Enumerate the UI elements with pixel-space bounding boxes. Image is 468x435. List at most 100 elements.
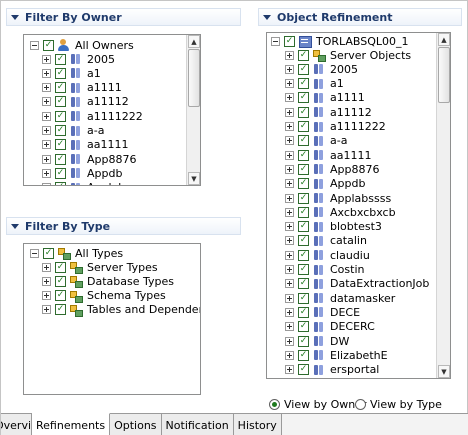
tree-row-owner-4[interactable]: ✓a1111222 [42,109,143,123]
tree-row-object-14[interactable]: ✓claudiu [285,248,370,262]
tree-row-owner-2[interactable]: ✓a1111 [42,81,122,95]
expand-plus-icon[interactable] [285,336,294,346]
check-icon[interactable]: ✓ [298,321,309,333]
tree-row-owner-5[interactable]: ✓a-a [42,124,104,138]
expand-plus-icon[interactable] [42,154,51,164]
tree-row-object-12[interactable]: ✓blobtest3 [285,220,382,234]
expand-plus-icon[interactable] [285,136,294,146]
check-icon[interactable]: ✓ [298,78,309,90]
expand-plus-icon[interactable] [285,193,294,203]
expand-plus-icon[interactable] [42,83,51,93]
expand-plus-icon[interactable] [42,168,51,178]
tree-row-owner-9[interactable]: ✓Applabssss [42,181,148,185]
object-refinement-header[interactable]: Object Refinement [258,8,462,26]
expand-plus-icon[interactable] [285,279,294,289]
tree-row-object-1[interactable]: ✓2005 [285,62,358,76]
expand-plus-icon[interactable] [285,222,294,232]
check-icon[interactable]: ✓ [298,192,309,204]
collapse-triangle-icon[interactable] [263,15,271,20]
tree-row-object-3[interactable]: ✓a1111 [285,91,365,105]
tree-row-all-types[interactable]: ✓All Types [30,246,123,260]
expand-plus-icon[interactable] [285,164,294,174]
tree-row-object-20[interactable]: ✓DW [285,334,349,348]
tree-row-object-22[interactable]: ✓ersportal [285,363,379,377]
expand-plus-icon[interactable] [285,236,294,246]
check-icon[interactable]: ✓ [55,139,66,151]
expand-plus-icon[interactable] [42,291,51,301]
tree-row-object-10[interactable]: ✓Applabssss [285,191,391,205]
view-by-type-option[interactable]: View by Type [355,398,442,411]
check-icon[interactable]: ✓ [43,247,54,259]
check-icon[interactable]: ✓ [298,349,309,361]
expand-plus-icon[interactable] [285,79,294,89]
check-icon[interactable]: ✓ [298,121,309,132]
check-icon[interactable]: ✓ [55,67,66,79]
expand-plus-icon[interactable] [285,293,294,303]
expand-plus-icon[interactable] [285,64,294,74]
check-icon[interactable]: ✓ [298,163,309,175]
expand-plus-icon[interactable] [285,93,294,103]
expand-plus-icon[interactable] [42,305,51,315]
filter-by-type-header[interactable]: Filter By Type [6,217,241,235]
expand-plus-icon[interactable] [285,207,294,217]
collapse-triangle-icon[interactable] [11,224,19,229]
check-icon[interactable]: ✓ [298,135,309,147]
check-icon[interactable]: ✓ [298,49,309,61]
tree-row-owner-0[interactable]: ✓2005 [42,52,115,66]
check-icon[interactable]: ✓ [298,278,309,290]
tree-row-type-0[interactable]: ✓Server Types [42,260,158,274]
check-icon[interactable]: ✓ [43,39,54,51]
tree-row-type-3[interactable]: ✓Tables and Dependencies [42,303,200,317]
expand-plus-icon[interactable] [42,262,51,272]
check-icon[interactable]: ✓ [55,275,66,287]
collapse-minus-icon[interactable] [271,36,280,46]
owner-tree-scrollbar[interactable]: ▲ ▼ [186,35,200,185]
check-icon[interactable]: ✓ [55,261,66,273]
tree-row-object-7[interactable]: ✓aa1111 [285,148,371,162]
collapse-minus-icon[interactable] [30,40,39,50]
filter-by-owner-header[interactable]: Filter By Owner [6,8,241,26]
view-by-owner-option[interactable]: View by Owner [269,398,367,411]
scroll-down-icon[interactable]: ▼ [438,365,450,378]
scroll-thumb[interactable] [188,49,200,107]
tree-row-object-16[interactable]: ✓DataExtractionJob [285,277,429,291]
tree-row-object-9[interactable]: ✓Appdb [285,177,365,191]
tree-row-object-4[interactable]: ✓a11112 [285,105,372,119]
check-icon[interactable]: ✓ [55,182,66,185]
expand-plus-icon[interactable] [42,111,51,121]
tree-row-object-13[interactable]: ✓catalin [285,234,367,248]
check-icon[interactable]: ✓ [55,96,66,108]
tree-row-object-2[interactable]: ✓a1 [285,77,344,91]
check-icon[interactable]: ✓ [55,110,66,122]
check-icon[interactable]: ✓ [55,53,66,65]
scroll-thumb[interactable] [438,47,450,103]
tree-row-object-11[interactable]: ✓Axcbxcbxcb [285,205,396,219]
tree-row-all-owners[interactable]: ✓All Owners [30,38,134,52]
check-icon[interactable]: ✓ [55,125,66,136]
expand-plus-icon[interactable] [285,322,294,332]
expand-plus-icon[interactable] [42,276,51,286]
tree-row-object-8[interactable]: ✓App8876 [285,162,379,176]
tree-row-object-15[interactable]: ✓Costin [285,263,364,277]
tree-row-object-21[interactable]: ✓ElizabethE [285,348,388,362]
expand-plus-icon[interactable] [285,307,294,317]
object-tree-scrollbar[interactable]: ▲ ▼ [436,33,450,378]
tab-overview[interactable]: Overview [1,414,32,435]
check-icon[interactable]: ✓ [298,306,309,318]
tree-row-object-18[interactable]: ✓DECE [285,305,360,319]
type-tree[interactable]: ✓All Types✓Server Types✓Database Types✓S… [23,243,201,395]
expand-plus-icon[interactable] [285,179,294,189]
check-icon[interactable]: ✓ [298,92,309,104]
tree-row-object-0[interactable]: ✓Server Objects [285,48,411,62]
tree-row-server-root[interactable]: ✓TORLABSQL00_1 [271,34,409,48]
check-icon[interactable]: ✓ [55,153,66,165]
tree-row-type-1[interactable]: ✓Database Types [42,274,174,289]
check-icon[interactable]: ✓ [55,167,66,179]
scroll-up-icon[interactable]: ▲ [438,33,450,46]
check-icon[interactable]: ✓ [298,249,309,261]
tab-notification[interactable]: Notification [161,414,234,435]
tab-options[interactable]: Options [110,414,162,435]
tree-row-owner-8[interactable]: ✓Appdb [42,166,122,180]
expand-plus-icon[interactable] [285,122,294,131]
expand-plus-icon[interactable] [42,97,51,107]
